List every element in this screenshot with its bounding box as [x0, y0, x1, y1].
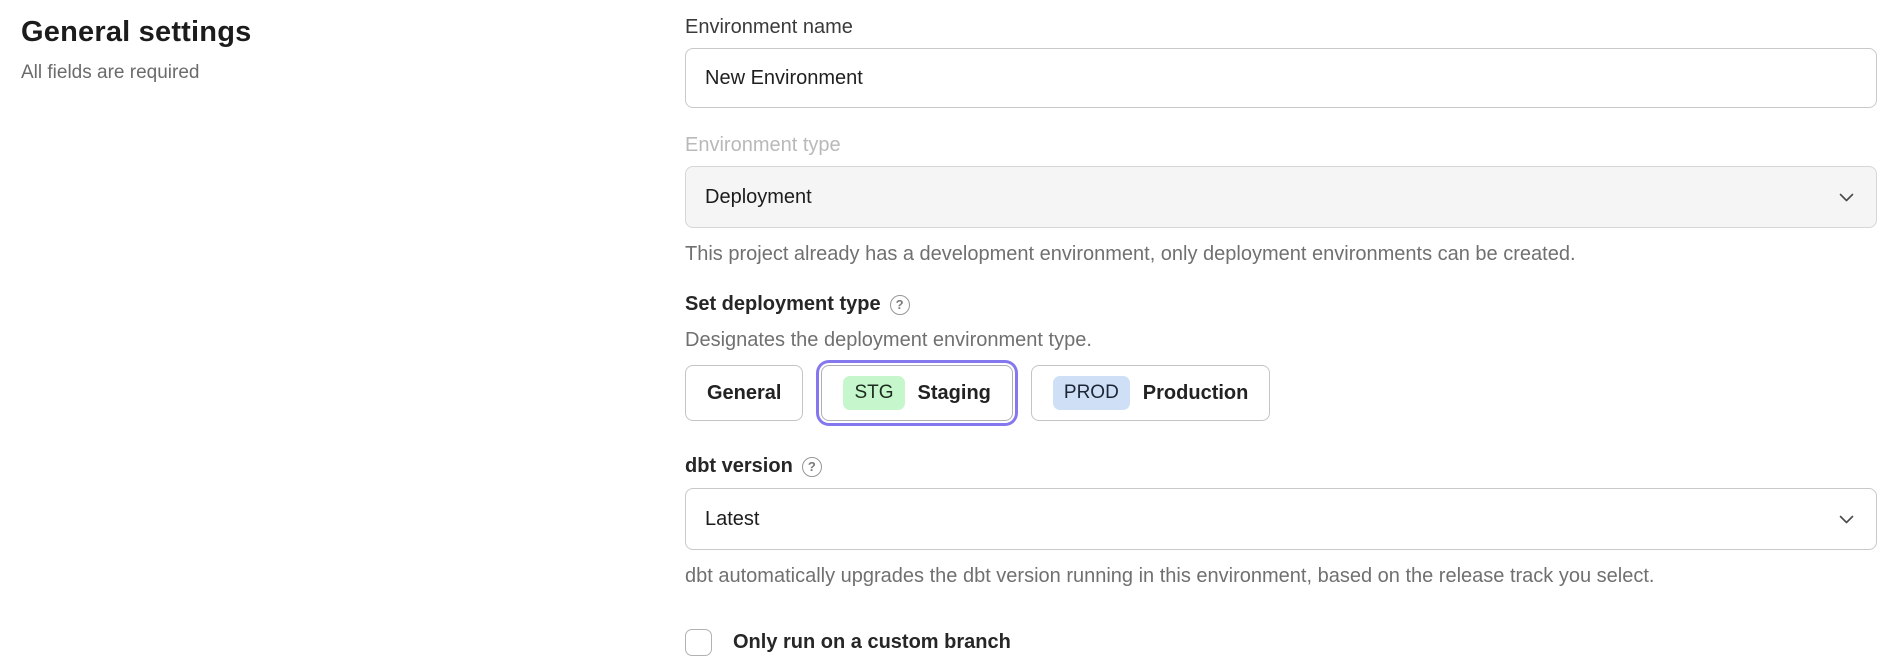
dbt-version-select[interactable]: Latest: [685, 488, 1877, 550]
dbt-version-helper: dbt automatically upgrades the dbt versi…: [685, 565, 1655, 587]
page-subtitle: All fields are required: [21, 62, 200, 83]
settings-header: General settings All fields are required: [0, 0, 685, 656]
custom-branch-checkbox[interactable]: [685, 629, 712, 656]
chevron-down-icon: [1839, 193, 1854, 202]
dbt-version-value: Latest: [705, 507, 760, 530]
environment-type-label: Environment type: [685, 134, 841, 156]
staging-badge: STG: [843, 376, 905, 410]
deployment-type-staging-button[interactable]: STG Staging: [821, 365, 1013, 421]
environment-type-helper: This project already has a development e…: [685, 243, 1576, 265]
production-badge: PROD: [1052, 376, 1130, 410]
custom-branch-row: Only run on a custom branch: [685, 629, 1877, 656]
deployment-type-production-label: Production: [1142, 381, 1249, 404]
environment-form: Environment name Environment type Deploy…: [685, 0, 1888, 656]
help-icon[interactable]: ?: [801, 456, 822, 477]
deployment-type-general-label: General: [707, 381, 782, 404]
dbt-version-heading-text: dbt version: [685, 455, 793, 477]
dbt-version-heading: dbt version ?: [685, 455, 1877, 478]
deployment-type-staging-label: Staging: [917, 381, 991, 404]
custom-branch-label: Only run on a custom branch: [733, 631, 1011, 653]
environment-type-value: Deployment: [705, 185, 812, 208]
environment-name-input[interactable]: [685, 48, 1877, 108]
environment-name-label: Environment name: [685, 16, 853, 38]
page-title: General settings: [21, 16, 252, 48]
deployment-type-options: General STG Staging PROD Production: [685, 365, 1877, 421]
deployment-type-heading-text: Set deployment type: [685, 293, 881, 315]
deployment-type-heading: Set deployment type ?: [685, 293, 1877, 316]
deployment-type-helper: Designates the deployment environment ty…: [685, 329, 1092, 351]
environment-type-select: Deployment: [685, 166, 1877, 228]
deployment-type-production-button[interactable]: PROD Production: [1030, 365, 1271, 421]
chevron-down-icon: [1839, 515, 1854, 524]
help-icon[interactable]: ?: [889, 294, 910, 315]
deployment-type-general-button[interactable]: General: [685, 365, 804, 421]
